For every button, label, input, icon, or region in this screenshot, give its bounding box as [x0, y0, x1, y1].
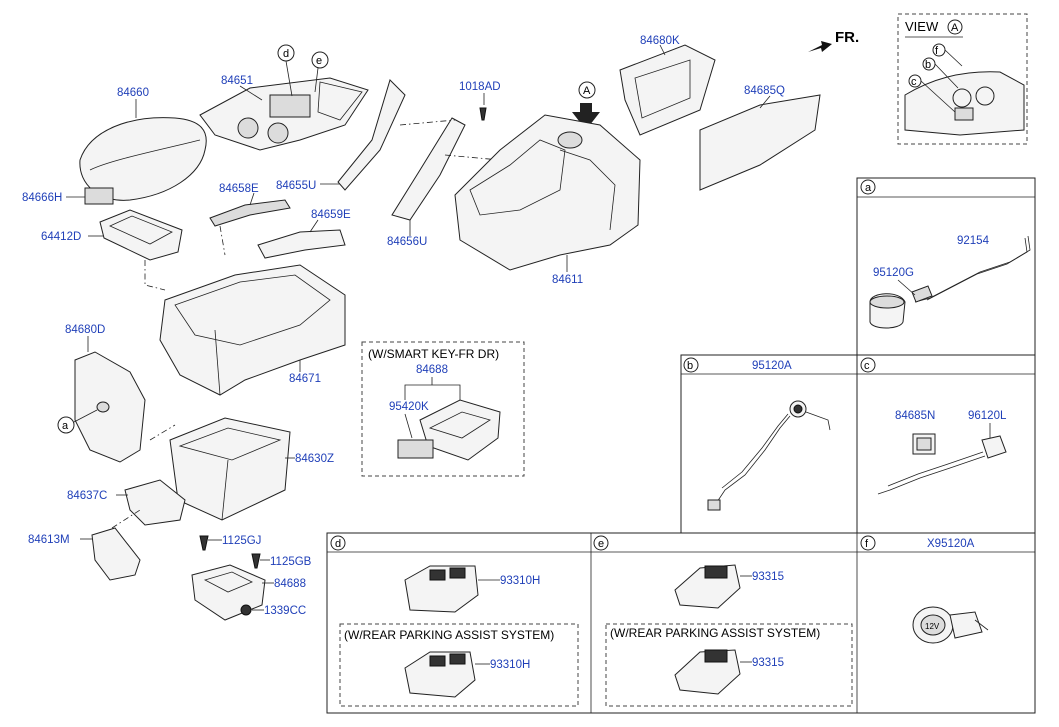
panel-a-letter: a — [865, 182, 872, 194]
panel-a: a 92154 95120G — [856, 177, 1036, 356]
bolts-and-bracket: 1125GJ 1125GB 84688 1339CC — [191, 535, 312, 621]
tray-64412D: 64412D — [41, 209, 183, 291]
label-84688-lower: 84688 — [274, 578, 306, 590]
panel-c-letter: c — [864, 360, 870, 372]
label-84660: 84660 — [117, 87, 149, 99]
label-93315-2: 93315 — [752, 657, 784, 669]
panel-f-letter: f — [865, 538, 869, 550]
label-1339CC: 1339CC — [264, 605, 306, 617]
label-84651: 84651 — [221, 75, 253, 87]
label-84630Z: 84630Z — [295, 453, 334, 465]
marker-A: A — [583, 85, 591, 97]
armrest-84660: 84660 — [79, 87, 207, 201]
label-1125GJ: 1125GJ — [222, 535, 261, 547]
label-84688-smartkey: 84688 — [416, 364, 448, 376]
panel-b-letter: b — [687, 360, 693, 372]
trim-84655U: 84655U — [276, 79, 406, 192]
smart-key-section: (W/SMART KEY-FR DR) 84688 95420K — [361, 341, 525, 477]
marker-e: e — [316, 55, 322, 67]
label-92154: 92154 — [957, 235, 990, 247]
marker-d: d — [283, 48, 289, 60]
label-84685N: 84685N — [895, 410, 935, 422]
marker-a: a — [62, 420, 69, 432]
label-84659E: 84659E — [311, 209, 351, 221]
label-95420K: 95420K — [389, 401, 429, 413]
panel-84680K: 84680K — [619, 35, 716, 136]
label-1125GB: 1125GB — [270, 556, 312, 568]
hinge-84666H: 84666H — [22, 187, 114, 205]
label-84655U: 84655U — [276, 180, 316, 192]
label-84637C: 84637C — [67, 490, 107, 502]
label-84680D: 84680D — [65, 324, 105, 336]
label-84611: 84611 — [552, 274, 583, 286]
front-arrow-icon — [808, 41, 832, 52]
label-84680K: 84680K — [640, 35, 680, 47]
label-84656U: 84656U — [387, 236, 427, 248]
panel-b: b 95120A — [680, 354, 858, 534]
view-a-detail: VIEW A f b c — [897, 13, 1028, 145]
panel-d-letter: d — [335, 538, 341, 550]
panel-b-title: 95120A — [752, 360, 792, 372]
socket-label: 12V — [925, 622, 940, 631]
label-1018AD: 1018AD — [459, 81, 501, 93]
trim-84659E: 84659E — [257, 209, 351, 259]
label-84671: 84671 — [289, 373, 321, 385]
trim-84658E: 84658E — [209, 183, 291, 256]
panel-f: f X95120A 12V — [860, 535, 989, 644]
label-93310H: 93310H — [500, 575, 540, 587]
view-a-arrow: A — [572, 81, 600, 130]
label-84685Q: 84685Q — [744, 85, 785, 97]
smart-key-title: (W/SMART KEY-FR DR) — [368, 347, 499, 361]
view-marker-c: c — [911, 76, 917, 88]
label-64412D: 64412D — [41, 231, 81, 243]
view-marker-f: f — [935, 45, 939, 57]
console-84611: 84611 — [454, 114, 641, 286]
cover-84685Q: 84685Q — [699, 85, 821, 191]
label-96120L: 96120L — [968, 410, 1007, 422]
front-direction-indicator: FR. — [808, 29, 859, 52]
panel-d: d 93310H (W/REAR PARKING ASSIST SYSTEM) … — [330, 535, 579, 707]
down-arrow-icon — [572, 103, 600, 130]
trim-84656U: 84656U — [387, 117, 501, 248]
label-84658E: 84658E — [219, 183, 259, 195]
label-93310H-2: 93310H — [490, 659, 530, 671]
rear-panel-84680D: 84680D a — [57, 324, 146, 463]
bracket-84613M: 84613M — [28, 509, 141, 581]
bracket-84637C: 84637C — [67, 479, 186, 526]
label-84613M: 84613M — [28, 534, 70, 546]
panel-e-subtitle: (W/REAR PARKING ASSIST SYSTEM) — [610, 626, 820, 640]
view-a-marker: A — [951, 22, 959, 34]
view-a-title: VIEW — [905, 19, 939, 34]
label-93315: 93315 — [752, 571, 784, 583]
console-body-84671: 84671 — [149, 264, 346, 441]
label-84666H: 84666H — [22, 192, 62, 204]
view-marker-b: b — [925, 59, 931, 71]
screw-1018AD: 1018AD — [459, 81, 501, 121]
front-label: FR. — [835, 29, 859, 46]
panel-e: e 93315 (W/REAR PARKING ASSIST SYSTEM) 9… — [593, 535, 853, 707]
cup-holder-84651: 84651 d e — [199, 44, 369, 151]
bin-84630Z: 84630Z — [169, 417, 334, 521]
panel-c: c 84685N 96120L — [856, 354, 1036, 534]
label-95120G: 95120G — [873, 267, 914, 279]
view-a-marker-circle — [947, 19, 963, 35]
panel-e-letter: e — [598, 538, 604, 550]
panel-d-subtitle: (W/REAR PARKING ASSIST SYSTEM) — [344, 628, 554, 642]
bottom-panels-frame — [326, 532, 1036, 714]
panel-f-title: X95120A — [927, 538, 975, 550]
